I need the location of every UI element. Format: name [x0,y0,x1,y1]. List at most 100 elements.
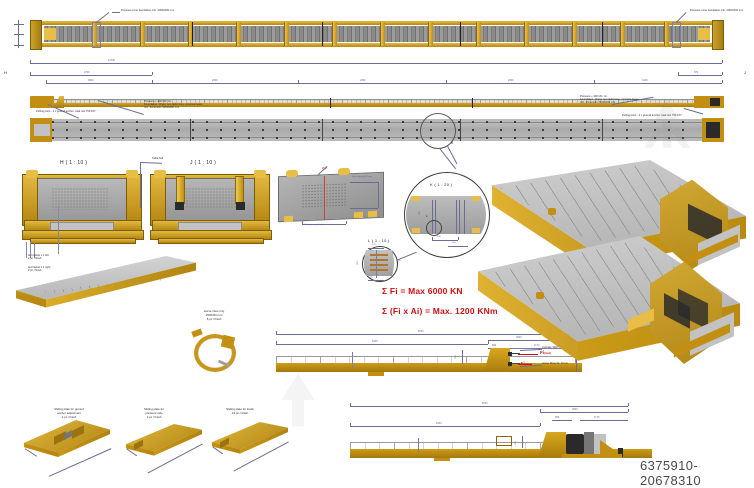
view-mark-j: J [744,70,747,75]
plan-bolt [542,121,544,123]
plan-bolt [178,137,180,139]
annotation-top-right-foundation: Pressure zone foundation min. 2000x600 m… [690,9,744,12]
bottom-side-elevation: 8700 6100 2600 800 1170 500 [346,400,662,462]
plan-bolt [514,121,516,123]
plan-bolt [416,121,418,123]
plan-bolt [542,137,544,139]
plan-bolt [500,129,502,131]
detail-label-k: K ( 1 : 20 ) [430,182,453,187]
plan-bolt [206,129,208,131]
plan-bolt [654,129,656,131]
plan-bolt [514,137,516,139]
plan-bolt [556,121,558,123]
dim-bottom-right: 2600 [572,407,578,411]
dim-overall-top: 14700 [108,58,115,62]
plan-bolt-grid [52,119,702,141]
plan-bolt [66,129,68,131]
detail-label-l: L ( 1 : 10 ) [368,238,390,243]
view-mark-h: H [4,70,8,75]
plan-bolt [192,129,194,131]
plan-bolt [584,121,586,123]
plan-bolt [150,137,152,139]
dim-plan-inner: 6100 [372,339,378,343]
plan-bolt [66,121,68,123]
dim-bottom-overall: 8700 [482,401,488,405]
dimension-chain-overall: 14700 4700 3800 2300 2300 2300 3100 870 [26,55,726,91]
dim-l-height: 300 [356,261,359,265]
plan-bolt [192,137,194,139]
plan-bolt [332,129,334,131]
plan-bolt [388,129,390,131]
plan-bolt [52,121,54,123]
plan-view-beam [30,118,724,142]
plan-bolt [332,121,334,123]
middle-elevation-beam [30,96,724,108]
plan-bolt [626,129,628,131]
section-label-h: H ( 1 : 10 ) [60,160,88,166]
plan-bolt [192,121,194,123]
annotation-horse-shoe: Horse Shoe Nr. 70 ton [542,362,569,365]
force-label-fi: Fi(max) [540,350,551,355]
dim-bottom-inner: 6100 [436,421,442,425]
load-note-sum-force: Σ Fi = Max 6000 KN [382,286,463,296]
dim-3800: 3800 [88,78,94,82]
plan-bolt [262,121,264,123]
plan-bolt [542,129,544,131]
annotation-plate-loads: Sliding plate for loads 12 pc / finish [226,407,254,415]
plan-bolt [374,121,376,123]
plan-bolt [108,129,110,131]
dim-plan-sub2: 1170 [534,343,540,347]
annotation-pulling-point-left: Pulling point : 4 x ground anchor, total… [36,110,97,113]
plan-bolt [500,137,502,139]
plan-bolt [66,137,68,139]
plan-bolt [150,121,152,123]
plan-bolt [654,121,656,123]
dim-4700: 4700 [84,70,90,74]
plan-bolt [668,121,670,123]
plan-bolt [206,137,208,139]
foundation-zone-box-left [92,22,101,48]
plan-bolt [220,121,222,123]
horse-shoe-ring-part [188,322,236,374]
plan-bolt [416,129,418,131]
plan-bolt [528,121,530,123]
plan-bolt [598,129,600,131]
detail-view-l: L ( 1 : 10 ) 170 90 300 90 [352,238,417,282]
plan-bolt [556,129,558,131]
plan-bolt [234,129,236,131]
dim-bottom-sub1: 800 [555,415,560,419]
dim-plan-overall: 8700 [418,329,424,333]
plan-bolt [402,121,404,123]
plan-bolt [416,137,418,139]
section-label-j: J ( 1 : 10 ) [190,160,217,166]
section-view-h: H ( 1 : 10 ) [22,160,144,258]
force-label-ai-sub: (max) [524,363,532,366]
detail-mark-k: K [451,141,454,145]
annotation-tie-bracket-1: tie bracket x 1 left 2 pc / finish [28,254,49,261]
plan-bolt [276,121,278,123]
plan-bolt [682,137,684,139]
plan-bolt [136,137,138,139]
plan-bolt [472,129,474,131]
plan-bolt [402,129,404,131]
plan-bolt [486,129,488,131]
plan-bolt [402,137,404,139]
plan-bolt [262,137,264,139]
plan-bolt [108,137,110,139]
plan-bolt [248,137,250,139]
annotation-foundation-left: Pressure ≤ 400 kN / m² Foundation : Rigi… [144,100,203,110]
plan-bolt [360,121,362,123]
plan-bolt [388,137,390,139]
plan-bolt [458,121,460,123]
plan-bolt [80,129,82,131]
plan-bolt [584,137,586,139]
detail-view-k: K ( 1 : 20 ) 300 200 500 L [404,172,490,258]
plan-bolt [640,137,642,139]
plan-bolt [598,121,600,123]
annotation-plate-ground-anchor: Sliding plate for ground anchor adjustme… [54,407,84,419]
plan-bolt [472,121,474,123]
top-elevation-beam [30,20,724,50]
plan-bolt [150,129,152,131]
plan-bolt [122,121,124,123]
part-sliding-plate-loads [212,422,288,458]
